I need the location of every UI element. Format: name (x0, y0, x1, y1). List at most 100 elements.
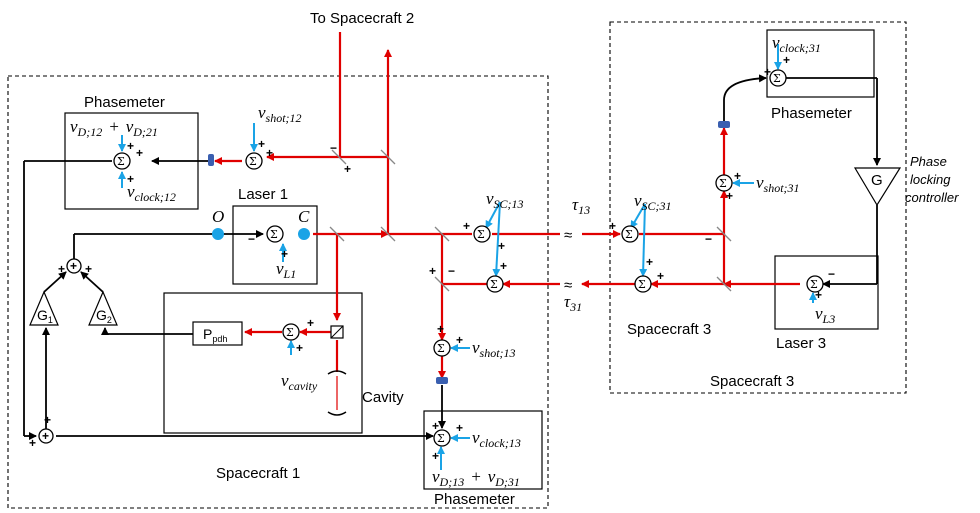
svg-text:+: + (783, 53, 790, 67)
sum-node-pm31: Σ (769, 69, 787, 87)
svg-text:Σ: Σ (249, 155, 257, 168)
svg-text:+: + (456, 333, 463, 347)
cavity-mirror-top (327, 370, 347, 375)
node-o-dot (212, 228, 224, 240)
svg-text:−: − (248, 232, 255, 246)
g2-g: G (96, 307, 107, 323)
svg-text:+: + (296, 341, 303, 355)
svg-text:−: − (705, 232, 712, 246)
adder-node-bottom: + (38, 428, 54, 444)
svg-text:Σ: Σ (437, 342, 445, 355)
svg-text:+: + (70, 259, 77, 273)
node-c-label: C (298, 207, 310, 226)
svg-text:+: + (281, 247, 288, 261)
node-o-label: O (212, 207, 224, 226)
g1-sub: 1 (48, 315, 53, 325)
svg-text:+: + (127, 172, 134, 186)
phasemeter-sc3-box (766, 29, 875, 98)
nu-sc31-label: νSC;31 (634, 191, 672, 213)
g2-sub: 2 (107, 315, 112, 325)
svg-text:Σ: Σ (490, 278, 498, 291)
phasemeter-bottom-label: Phasemeter (434, 491, 515, 508)
pbs-diagonal (330, 325, 344, 339)
svg-text:+: + (42, 429, 49, 443)
svg-text:+: + (609, 219, 616, 233)
svg-text:Σ: Σ (773, 72, 781, 85)
svg-text:Σ: Σ (810, 278, 818, 291)
svg-text:+: + (463, 219, 470, 233)
g2-gain-block (88, 290, 118, 326)
svg-text:Σ: Σ (437, 432, 445, 445)
g1-gain-block (29, 290, 59, 326)
sum-node-pm12: Σ (113, 152, 131, 170)
svg-text:+: + (437, 322, 444, 336)
black-signal-wires (23, 74, 881, 440)
phasemeter-top-label: Phasemeter (84, 94, 165, 111)
sum-node-return: Σ (486, 275, 504, 293)
nu-shot13-label: νshot;13 (472, 338, 516, 360)
red-beams-sc3 (581, 127, 800, 288)
svg-text:+: + (44, 413, 51, 427)
svg-text:+: + (657, 269, 664, 283)
link-break-mark-13: ≈ (564, 227, 572, 244)
sum-node-pm13: Σ (433, 429, 451, 447)
g-sc3-label: G (871, 172, 883, 189)
nu-shot31-label: νshot;31 (756, 173, 800, 195)
controller-line-1: Phase (910, 154, 947, 169)
svg-text:+: + (726, 189, 733, 203)
phasemeter-sc3-label: Phasemeter (771, 105, 852, 122)
svg-text:+: + (127, 139, 134, 153)
svg-text:Σ: Σ (286, 326, 294, 339)
adder-node-g: + (66, 258, 82, 274)
photodetector-bottom (436, 377, 448, 384)
svg-text:Σ: Σ (117, 155, 125, 168)
svg-text:+: + (432, 419, 439, 433)
spacecraft1-label: Spacecraft 1 (216, 465, 300, 482)
svg-text:+: + (498, 239, 505, 253)
nu-d12-d21-label: νD;12+νD;21 (70, 117, 158, 139)
spacecraft1-enclosure (7, 75, 549, 509)
sign-markers: + + + + + − + − + + + + + + + − + + + + … (29, 53, 835, 463)
cavity-label: Cavity (362, 389, 404, 406)
nu-clock13-label: νclock;13 (472, 428, 521, 450)
svg-text:+: + (29, 436, 36, 450)
svg-text:+: + (344, 162, 351, 176)
node-c-dot (298, 228, 310, 240)
svg-text:Σ: Σ (638, 278, 646, 291)
laser3-box (774, 255, 879, 330)
svg-text:+: + (85, 262, 92, 276)
spacecraft3-enclosure (609, 21, 907, 394)
photodetector-top (208, 154, 214, 166)
photodetector-sc3 (718, 121, 730, 128)
svg-text:+: + (58, 262, 65, 276)
pdh-label: Ppdh (203, 326, 227, 344)
sum-node-shot31: Σ (715, 174, 733, 192)
svg-text:+: + (646, 255, 653, 269)
nu-l1-label: νL1 (276, 259, 296, 281)
nu-clock31-label: νclock;31 (772, 33, 821, 55)
laser3-label: Laser 3 (776, 335, 826, 352)
svg-text:+: + (266, 146, 273, 160)
svg-text:+: + (456, 421, 463, 435)
phase-locking-controller-label: Phase locking controller (905, 154, 959, 205)
sum-node-laser1: Σ (266, 225, 284, 243)
nu-cavity-label: νcavity (281, 371, 318, 393)
cavity-mirror-bottom (327, 411, 347, 416)
sum-node-sc13: Σ (473, 225, 491, 243)
g-gain-block-sc3 (853, 167, 902, 207)
svg-text:−: − (828, 267, 835, 281)
svg-text:+: + (432, 449, 439, 463)
sum-node-cavity: Σ (282, 323, 300, 341)
svg-text:+: + (815, 288, 822, 302)
g2-label: G2 (96, 307, 112, 325)
g1-g: G (37, 307, 48, 323)
svg-text:+: + (136, 146, 143, 160)
nu-sc13-label: νSC;13 (486, 189, 524, 211)
blue-noise-arrows (118, 44, 817, 470)
beam-splitters (329, 149, 732, 292)
svg-text:−: − (330, 141, 337, 155)
svg-text:Σ: Σ (625, 228, 633, 241)
controller-line-2: locking (910, 172, 951, 187)
svg-text:Σ: Σ (719, 177, 727, 190)
pdh-p: P (203, 326, 212, 342)
